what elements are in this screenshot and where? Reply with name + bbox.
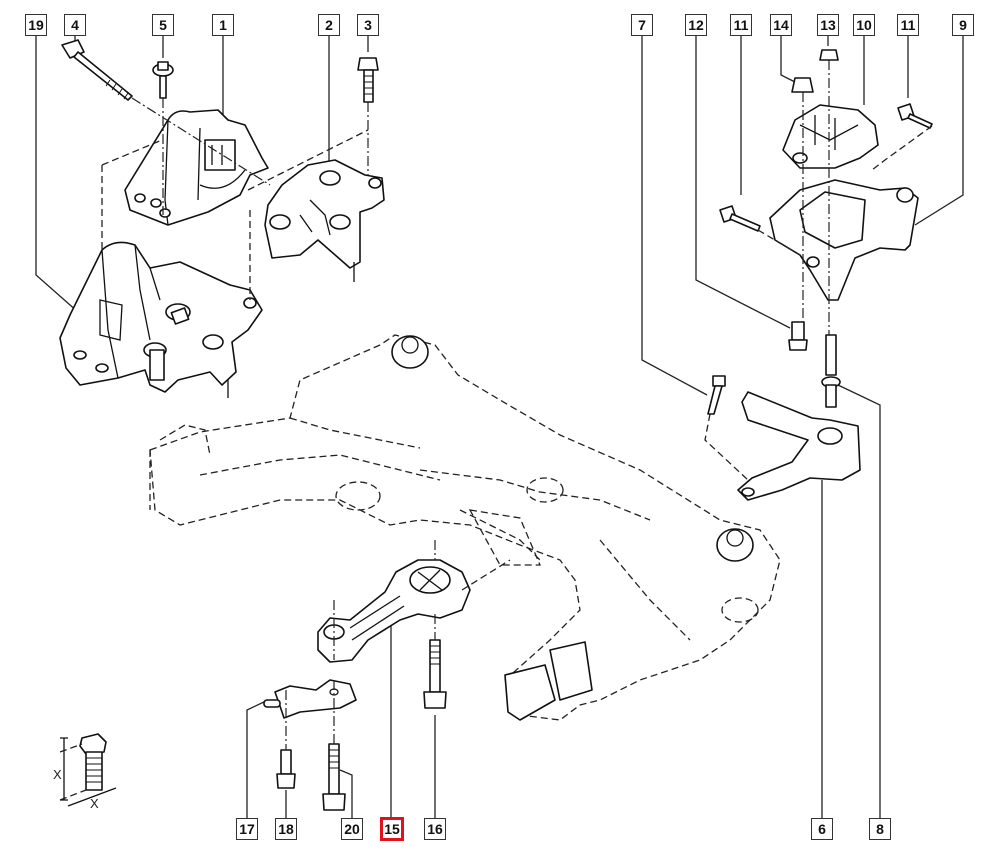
part-10-gearbox-mount	[782, 104, 879, 169]
callout-19[interactable]: 19	[25, 14, 47, 36]
part-12-bolt	[788, 321, 808, 351]
callout-10[interactable]: 10	[853, 14, 875, 36]
part-11-bolts	[719, 103, 933, 232]
thread-dimension-key	[59, 733, 117, 807]
callout-14[interactable]: 14	[770, 14, 792, 36]
part-19-mount-bracket	[59, 241, 263, 398]
callout-15-highlighted[interactable]: 15	[380, 817, 404, 841]
callout-18[interactable]: 18	[275, 818, 297, 840]
part-14-nut	[791, 77, 814, 93]
part-3-bolt	[357, 57, 379, 103]
callout-3[interactable]: 3	[357, 14, 379, 36]
part-6-bracket	[737, 391, 861, 501]
callout-11-left[interactable]: 11	[730, 14, 752, 36]
part-4-bolt	[61, 39, 133, 101]
alignment-lines-bottom	[285, 540, 511, 750]
part-15-torque-rod	[317, 559, 471, 663]
subframe-outline	[149, 334, 781, 721]
dimension-length-label: X	[53, 767, 62, 782]
part-7-bolt	[707, 375, 726, 415]
callout-9[interactable]: 9	[952, 14, 974, 36]
part-8-stud	[821, 334, 841, 408]
callout-13[interactable]: 13	[817, 14, 839, 36]
part-2-bracket	[264, 159, 385, 282]
callout-5[interactable]: 5	[152, 14, 174, 36]
alignment-lines-right	[704, 60, 933, 481]
dimension-diameter-label: X	[90, 796, 99, 811]
part-20-bolt	[322, 743, 346, 811]
part-5-bolt	[152, 61, 174, 99]
leader-lines	[35, 36, 964, 818]
callout-12[interactable]: 12	[685, 14, 707, 36]
part-18-bolt	[276, 749, 296, 789]
callout-2[interactable]: 2	[318, 14, 340, 36]
callout-4[interactable]: 4	[64, 14, 86, 36]
callout-17[interactable]: 17	[236, 818, 258, 840]
alignment-lines-left	[101, 97, 369, 300]
callout-7[interactable]: 7	[631, 14, 653, 36]
callout-8[interactable]: 8	[869, 818, 891, 840]
callout-11-right[interactable]: 11	[897, 14, 919, 36]
callout-1[interactable]: 1	[212, 14, 234, 36]
part-13-nut	[819, 49, 839, 61]
callout-16[interactable]: 16	[424, 818, 446, 840]
part-17-plate	[263, 679, 357, 719]
callout-20[interactable]: 20	[341, 818, 363, 840]
callout-6[interactable]: 6	[811, 818, 833, 840]
part-1-engine-mount	[124, 109, 269, 226]
part-9-gearbox-bracket	[769, 179, 919, 301]
part-16-bolt	[423, 639, 447, 709]
